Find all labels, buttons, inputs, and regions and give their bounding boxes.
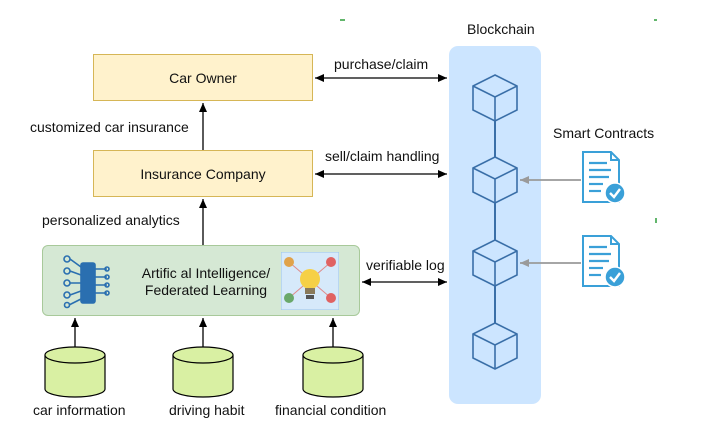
ai-label-line2: Federated Learning: [144, 282, 268, 298]
ai-label: Artific al Intelligence/ Federated Learn…: [136, 265, 276, 299]
insurance-company-label: Insurance Company: [140, 165, 266, 182]
contract-document-icon: [582, 151, 626, 204]
smart-contracts-title: Smart Contracts: [553, 125, 655, 141]
blockchain-title: Blockchain: [467, 21, 535, 37]
personalized-analytics-label: personalized analytics: [42, 212, 180, 228]
database-cylinder-icon: [172, 346, 234, 398]
car-owner-box: Car Owner: [93, 54, 313, 101]
data-source-label: driving habit: [169, 402, 245, 418]
data-source-label: financial condition: [275, 402, 387, 418]
customized-insurance-label: customized car insurance: [30, 119, 189, 135]
insurance-company-box: Insurance Company: [93, 150, 313, 197]
verifiable-log-label: verifiable log: [366, 257, 445, 273]
database-cylinder-icon: [302, 346, 364, 398]
cube-icon: [472, 74, 518, 122]
cube-icon: [472, 156, 518, 204]
purchase-claim-label: purchase/claim: [334, 56, 429, 72]
database-cylinder-icon: [44, 346, 106, 398]
cube-icon: [472, 322, 518, 370]
neural-chip-icon: [63, 255, 110, 309]
ai-label-line1: Artific al Intelligence/: [141, 265, 271, 281]
data-source-label: car information: [33, 402, 126, 418]
ai-box: Artific al Intelligence/ Federated Learn…: [42, 245, 360, 316]
sell-claim-label: sell/claim handling: [325, 148, 440, 164]
car-owner-label: Car Owner: [169, 69, 237, 86]
cube-icon: [472, 239, 518, 287]
contract-document-icon: [582, 235, 626, 288]
idea-network-icon: [281, 252, 339, 310]
